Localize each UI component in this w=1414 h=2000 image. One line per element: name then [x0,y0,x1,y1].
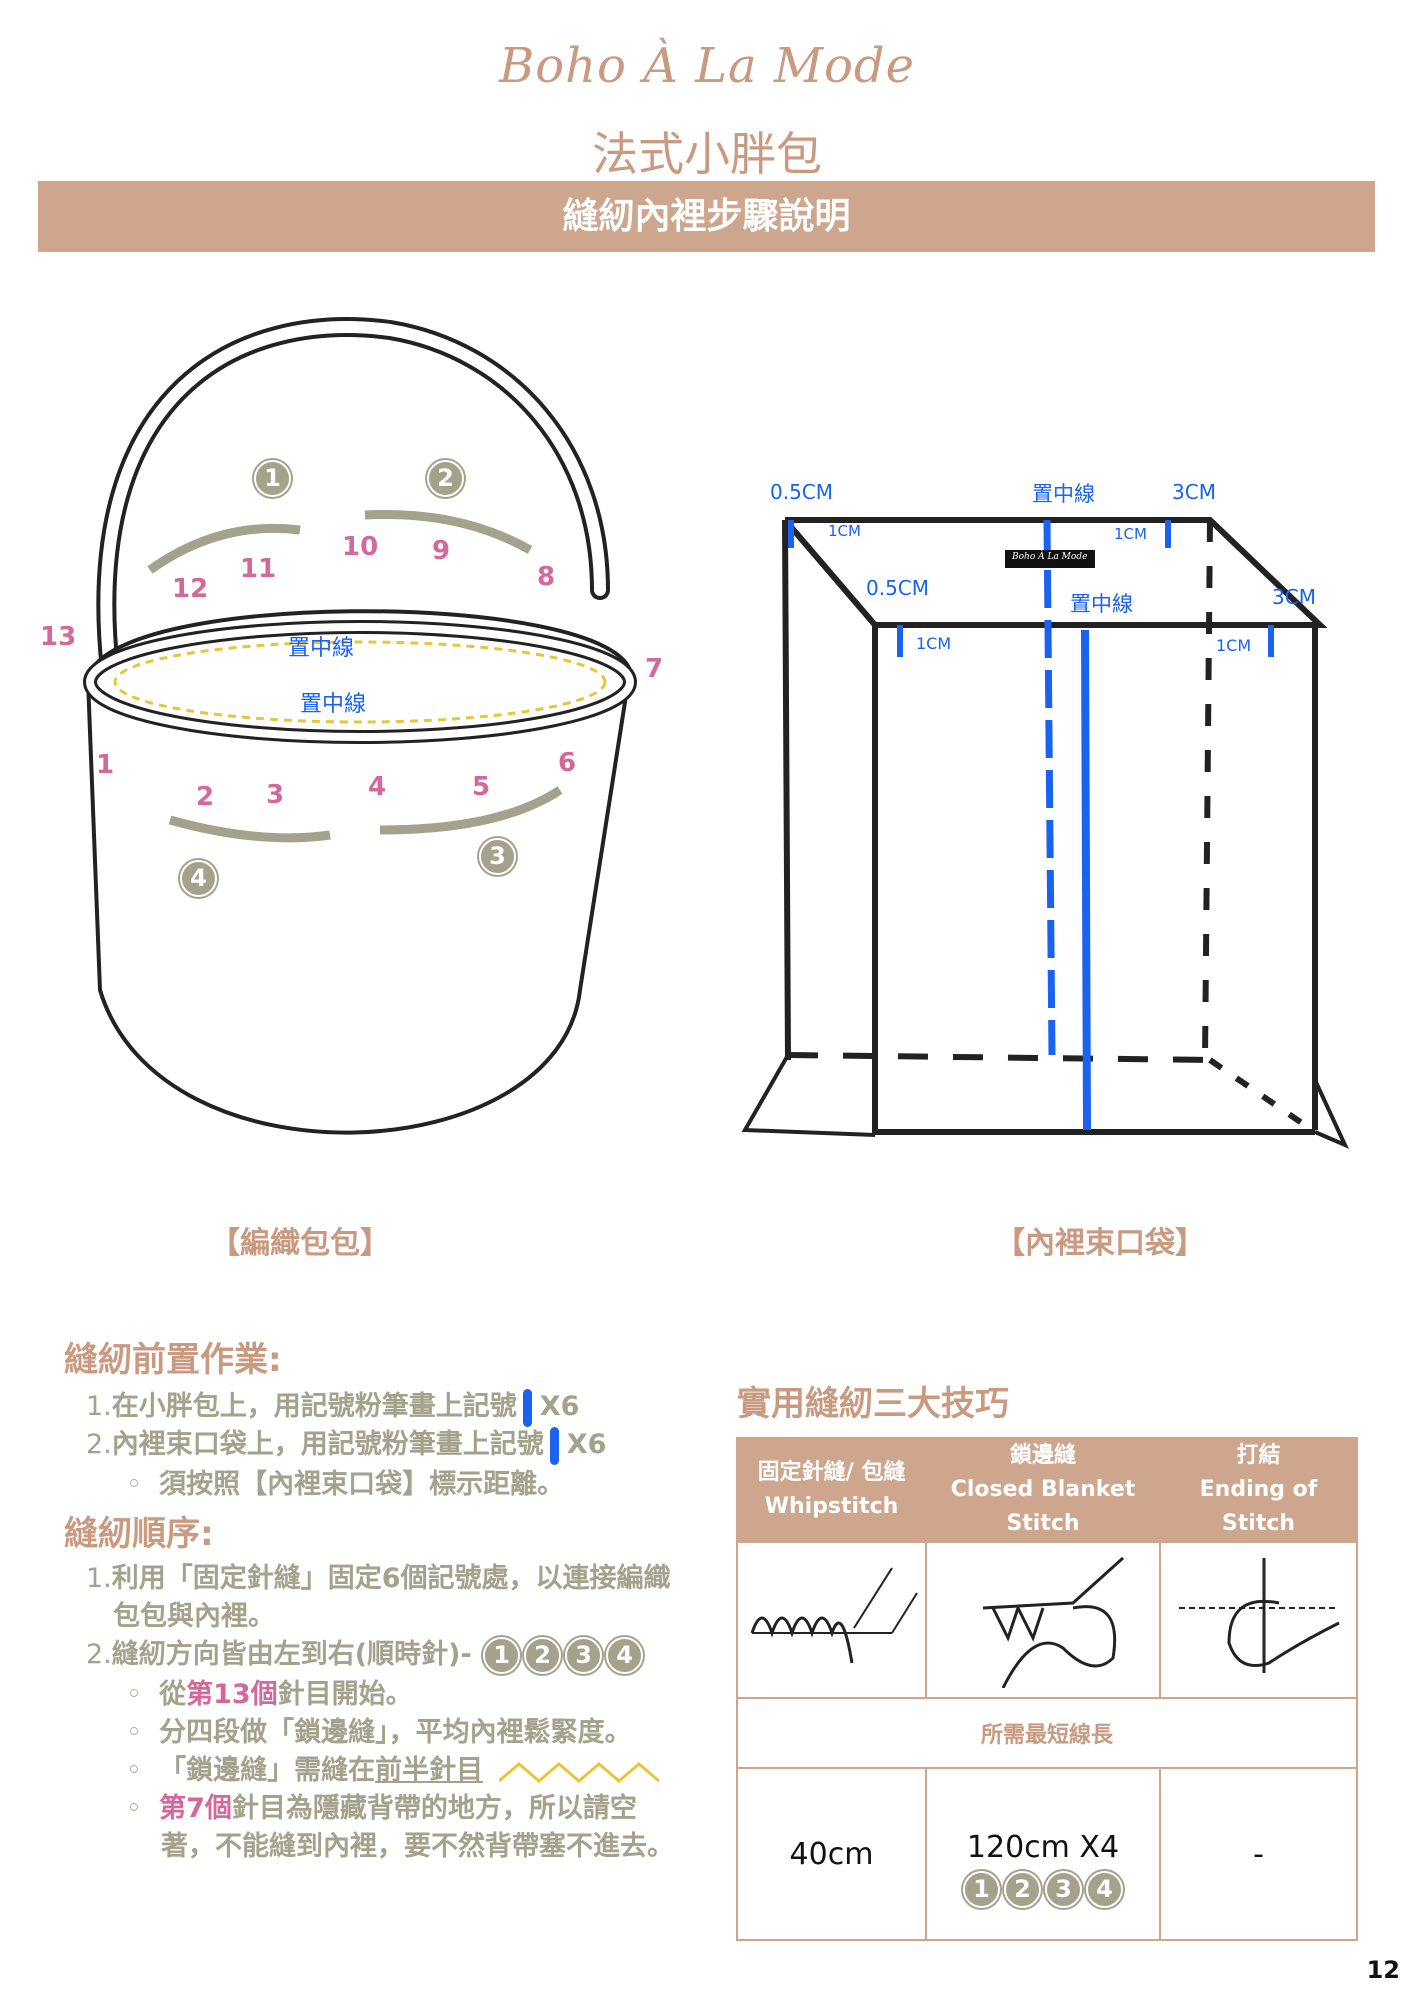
stitch-number: 4 [368,772,387,802]
dimension-label: 0.5CM [770,480,834,504]
order-subitem: ◦ 從第13個針目開始。 [126,1679,413,1710]
center-line-label: 置中線 [300,692,367,717]
dimension-label: 1CM [1114,525,1147,543]
step-badge: 2 [425,460,466,497]
order-item-cont: 包包與內裡。 [113,1601,275,1632]
stitch-number: 10 [342,532,379,562]
dimension-label: 0.5CM [866,576,930,600]
stitch-number: 9 [432,536,451,566]
center-line-label: 置中線 [288,636,355,661]
stitch-number: 13 [40,622,77,652]
stitch-number: 5 [472,772,491,802]
order-subitem-cont: 著，不能縫到內裡，要不然背帶塞不進去。 [161,1831,674,1862]
dimension-label: 1CM [916,634,952,653]
prep-heading: 縫紉前置作業: [64,1340,282,1380]
stitch-number: 2 [196,782,215,812]
center-line-label: 置中線 [1070,592,1133,616]
stitch-number: 3 [266,780,285,810]
zigzag-icon [497,1761,660,1783]
center-line-label: 置中線 [1032,482,1095,506]
pouch-caption: 【內裡束口袋】 [995,1226,1205,1261]
page-number: 12 [1366,1956,1400,1984]
blue-mark-icon [549,1426,559,1465]
ending-stitch-length: - [1159,1767,1358,1941]
step-badge: 1 [252,460,293,497]
section-banner: 縫紉內裡步驟說明 [38,181,1375,252]
whipstitch-length: 40cm [736,1767,927,1941]
step-badge: 3 [477,838,518,875]
stitch-number: 6 [558,748,577,778]
dimension-label: 3CM [1172,480,1216,504]
bag-caption: 【編織包包】 [210,1226,390,1261]
product-title: 法式小胖包 [592,127,822,181]
step-badge: 4 [178,860,219,897]
bag-diagram [83,317,637,1135]
order-item: 1.利用「固定針縫」固定6個記號處，以連接編織 [86,1563,671,1594]
prep-subitem: ◦ 須按照【內裡束口袋】標示距離。 [126,1469,565,1500]
order-subitem: ◦ 第7個針目為隱藏背帶的地方，所以請空 [126,1793,637,1824]
dimension-label: 1CM [1216,636,1252,655]
order-subitem: ◦ 「鎖邊縫」需縫在前半針目 [126,1748,669,1787]
stitch-number: 8 [537,562,556,592]
stitch-number: 7 [645,654,664,684]
pouch-diagram [741,517,1350,1149]
order-heading: 縫紉順序: [64,1514,214,1554]
stitch-number: 12 [172,574,209,604]
tips-heading: 實用縫紉三大技巧 [737,1384,1009,1424]
order-subitem: ◦ 分四段做「鎖邊縫」，平均內裡鬆緊度。 [126,1717,632,1748]
stitch-number: 11 [240,554,277,584]
whipstitch-illustration [736,1541,927,1699]
blue-mark-icon [522,1388,532,1427]
stitch-number: 1 [96,750,115,780]
length-label: 所需最短線長 [736,1697,1358,1769]
ending-stitch-illustration [1159,1541,1358,1699]
brand-tag: Boho À La Mode [1012,552,1088,562]
blanket-stitch-illustration [925,1541,1161,1699]
brand-logo: Boho À La Mode [498,38,916,94]
dimension-label: 1CM [828,522,861,540]
dimension-label: 3CM [1272,585,1316,609]
